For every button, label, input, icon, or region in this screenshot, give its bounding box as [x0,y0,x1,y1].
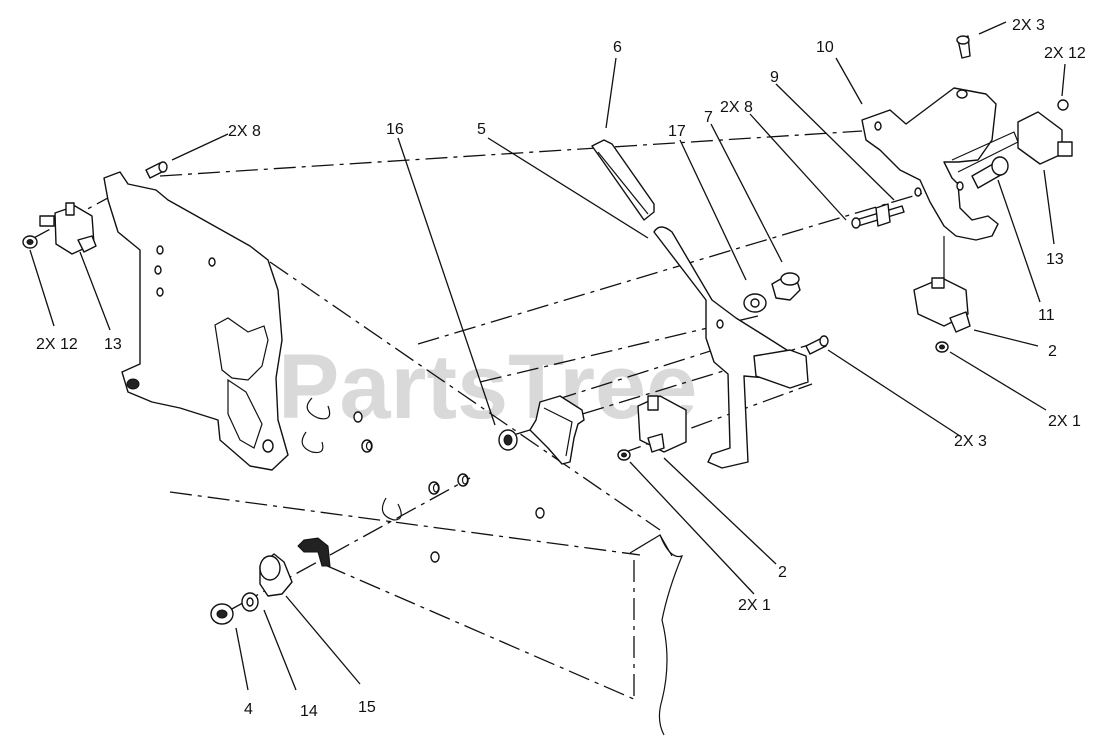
callout-2x8-right: 2X 8 [720,99,753,116]
pedal-pad [591,139,655,221]
frame-edge [659,534,673,557]
nut-center [617,449,631,461]
callout-6: 6 [613,39,622,56]
callout-2x3-top: 2X 3 [1012,17,1045,34]
frame-holes [353,411,545,563]
switch-center [637,395,687,453]
assembly-line [269,261,661,531]
mounting-plate-left [103,171,289,471]
callout-7: 7 [704,109,713,126]
callout-15: 15 [358,699,376,716]
callout-16: 16 [386,121,404,138]
retaining-rings [301,397,402,521]
bolt-11 [971,156,1009,189]
pedal-lever [653,226,809,469]
nut-left [22,235,38,249]
assembly-line [324,564,637,701]
callout-13-right: 13 [1046,251,1064,268]
assembly-line [554,347,721,401]
callout-10: 10 [816,39,834,56]
frame-edge [629,534,684,736]
nut-4 [210,603,234,625]
callout-9: 9 [770,69,779,86]
callout-2-right: 2 [1048,343,1057,360]
callout-4: 4 [244,701,253,718]
callout-labels: 2X 8 2X 12 13 16 5 6 17 7 2X 8 9 10 2X 3… [36,17,1086,720]
callout-2x12-left: 2X 12 [36,336,78,353]
nut-right [935,341,949,353]
watermark: PartsTree [278,336,697,438]
screw-right [851,203,905,229]
screw-top [956,35,971,59]
assembly-line [169,491,641,556]
washer-17 [743,293,767,313]
callout-2x12-right: 2X 12 [1044,45,1086,62]
switch-left [39,202,97,255]
assembly-line [619,383,813,455]
callout-11: 11 [1038,307,1055,324]
callout-5: 5 [477,121,486,138]
bolt-7 [771,272,801,301]
washer-14 [241,592,259,612]
callout-14: 14 [300,703,318,720]
spring-bracket [498,395,585,465]
callout-2x1-mid: 2X 1 [738,597,771,614]
switch-right-lower [913,236,971,333]
screw-left [145,161,168,179]
callout-2x1-right: 2X 1 [1048,413,1081,430]
callout-2x3-mid: 2X 3 [954,433,987,450]
bracket-10 [861,87,1019,241]
assembly-line [159,130,863,177]
screw-mid [805,335,829,355]
bushing-15 [259,553,293,597]
clip [297,537,331,567]
leader-lines [29,21,1066,691]
callout-17: 17 [668,123,686,140]
callout-2x8-left: 2X 8 [228,123,261,140]
switch-right [1017,99,1073,165]
callout-2-mid: 2 [778,564,787,581]
callout-13-left: 13 [104,336,122,353]
